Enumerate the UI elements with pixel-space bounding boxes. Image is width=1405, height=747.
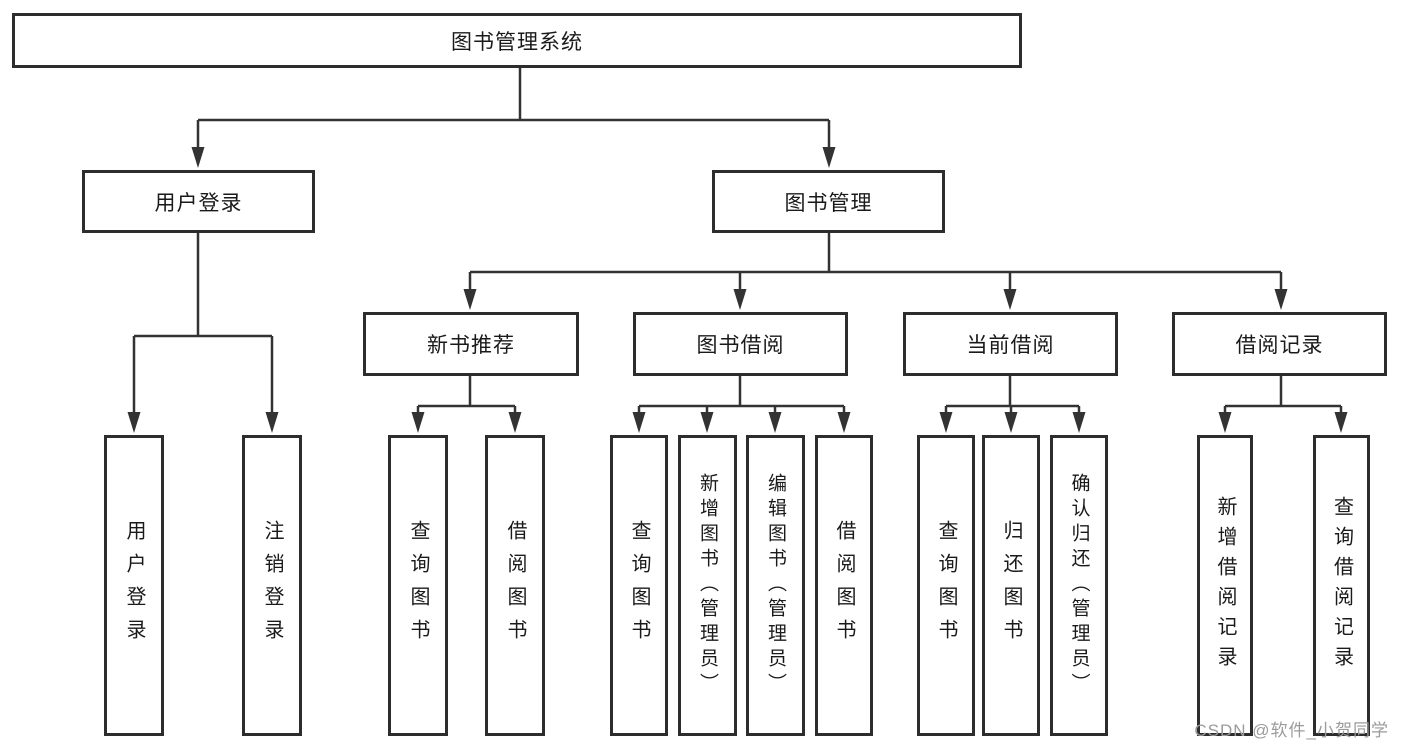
arrowhead-icon [463,289,477,310]
node-label: 当前借阅 [966,334,1055,357]
node-label: 借阅记录 [1235,334,1324,357]
leaf-label: 新增借阅记录 [1214,495,1236,676]
arrowhead-icon [939,412,953,433]
leaf-label: 用户登录 [123,519,145,652]
leaf-edit-book-admin: 编辑图书（管理员） [746,435,805,736]
node-book-borrowing: 图书借阅 [633,312,848,376]
leaf-label: 查询图书 [935,519,957,652]
leaf-label: 借阅图书 [833,519,855,652]
leaf-label: 查询图书 [628,519,650,652]
leaf-borrow-book: 借阅图书 [815,435,873,736]
csdn-watermark: CSDN @软件_小贺同学 [1194,721,1389,740]
leaf-label: 确认归还（管理员） [1068,473,1090,698]
node-book-management: 图书管理 [712,170,945,233]
arrowhead-icon [733,289,747,310]
leaf-query-books-recommend: 查询图书 [388,435,448,736]
arrowhead-icon [508,412,522,433]
node-label: 用户登录 [154,191,243,215]
arrowhead-icon [127,412,141,433]
leaf-user-login: 用户登录 [104,435,164,736]
node-root-library-system: 图书管理系统 [12,13,1022,68]
arrowhead-icon [632,412,646,433]
leaf-query-borrow-record: 查询借阅记录 [1313,435,1370,736]
arrowhead-icon [265,412,279,433]
node-label: 图书管理 [784,191,873,215]
arrowhead-icon [1218,412,1232,433]
arrowhead-icon [768,412,782,433]
node-current-borrowing: 当前借阅 [903,312,1118,376]
node-user-login: 用户登录 [82,170,315,233]
leaf-label: 查询图书 [407,519,429,652]
node-label: 新书推荐 [427,334,515,357]
node-label: 图书管理系统 [451,30,583,54]
arrowhead-icon [700,412,714,433]
leaf-logout: 注销登录 [242,435,302,736]
leaf-add-book-admin: 新增图书（管理员） [678,435,737,736]
leaf-label: 查询借阅记录 [1330,495,1353,676]
arrowhead-icon [1334,412,1348,433]
arrowhead-icon [1072,412,1086,433]
arrowhead-icon [1274,289,1288,310]
node-borrowing-records: 借阅记录 [1172,312,1387,376]
leaf-label: 归还图书 [1000,519,1022,652]
leaf-label: 新增图书（管理员） [697,473,718,698]
node-label: 图书借阅 [696,334,785,357]
node-new-book-recommend: 新书推荐 [363,312,579,376]
leaf-query-books-borrow: 查询图书 [610,435,668,736]
arrowhead-icon [1003,289,1017,310]
leaf-confirm-return-admin: 确认归还（管理员） [1050,435,1108,736]
leaf-add-borrow-record: 新增借阅记录 [1197,435,1253,736]
arrowhead-icon [191,147,205,168]
arrowhead-icon [837,412,851,433]
leaf-label: 借阅图书 [504,519,526,652]
arrowhead-icon [822,147,836,168]
leaf-label: 编辑图书（管理员） [765,473,786,698]
leaf-return-book: 归还图书 [982,435,1040,736]
leaf-query-books-current: 查询图书 [917,435,975,736]
leaf-borrow-book-recommend: 借阅图书 [485,435,545,736]
leaf-label: 注销登录 [261,519,283,652]
arrowhead-icon [1004,412,1018,433]
arrowhead-icon [411,412,425,433]
